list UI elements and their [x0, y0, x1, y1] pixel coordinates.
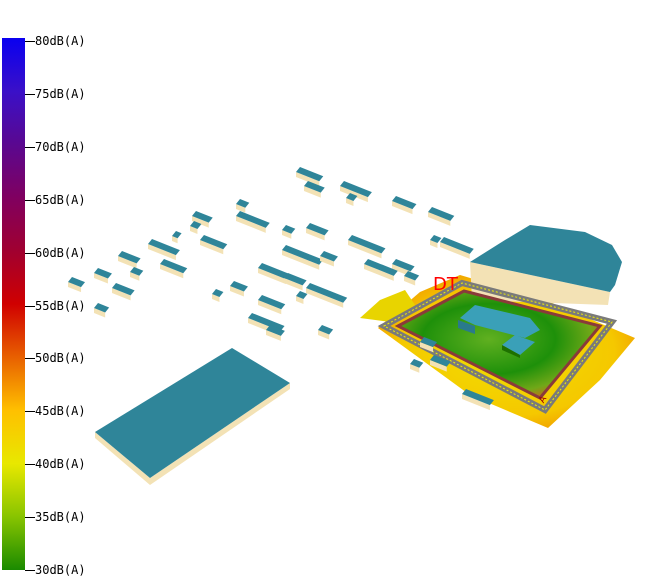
building — [284, 273, 307, 291]
building — [410, 359, 424, 373]
building — [192, 211, 213, 228]
site-boundary — [377, 279, 618, 414]
building — [320, 251, 338, 267]
scale-label: 60dB(A) — [35, 245, 86, 260]
scale-tick — [25, 411, 35, 413]
building — [296, 167, 324, 187]
building — [462, 389, 494, 411]
scale-label: 50dB(A) — [35, 351, 86, 366]
building — [392, 196, 417, 215]
building — [172, 231, 182, 244]
scale-tick — [25, 570, 35, 571]
building — [430, 355, 451, 372]
building — [148, 239, 180, 261]
scale-label: 40dB(A) — [35, 457, 86, 472]
building — [404, 271, 420, 286]
building — [282, 245, 324, 270]
building — [296, 291, 308, 304]
scale-tick — [25, 464, 35, 466]
building — [94, 268, 112, 284]
building — [346, 193, 358, 206]
building — [112, 283, 135, 301]
scale-tick — [25, 517, 35, 519]
building — [428, 207, 455, 226]
scale-label: 35dB(A) — [35, 510, 86, 525]
building — [306, 223, 329, 241]
building — [68, 277, 86, 293]
building — [118, 251, 141, 269]
scale-tick — [25, 146, 35, 148]
scale-tick — [25, 199, 35, 201]
building — [304, 181, 325, 198]
building — [130, 267, 144, 281]
scale-tick — [25, 358, 35, 360]
building — [230, 281, 248, 297]
source-label: DT — [433, 274, 459, 295]
building — [392, 259, 415, 277]
scale-tick — [25, 305, 35, 307]
color-scale-bar — [2, 38, 25, 570]
building — [236, 211, 270, 233]
buildings — [68, 167, 494, 411]
scale-tick — [25, 252, 35, 254]
building — [306, 283, 348, 308]
scale-label: 30dB(A) — [35, 563, 86, 577]
building — [282, 225, 296, 239]
building — [348, 235, 386, 259]
scale-label: 75dB(A) — [35, 86, 86, 101]
building — [258, 263, 290, 285]
building — [430, 235, 442, 248]
building — [212, 289, 224, 302]
scale-tick — [25, 93, 35, 95]
scale-label: 45dB(A) — [35, 404, 86, 419]
building — [266, 325, 285, 341]
building — [200, 235, 228, 255]
building — [190, 221, 202, 234]
building — [440, 237, 474, 259]
scale-label: 80dB(A) — [35, 34, 86, 48]
building — [258, 295, 286, 315]
scale-label: 70dB(A) — [35, 139, 86, 154]
building — [364, 259, 398, 281]
scale-label: 65dB(A) — [35, 192, 86, 207]
scale-tick — [25, 41, 35, 42]
scale-label: 55dB(A) — [35, 298, 86, 313]
building — [236, 199, 250, 213]
building — [318, 325, 334, 340]
building — [340, 181, 372, 203]
building — [420, 337, 438, 353]
building — [94, 303, 110, 318]
large-building-slab — [95, 348, 290, 485]
corner-label: A — [537, 394, 549, 405]
building — [160, 259, 188, 279]
site-buildings — [458, 305, 540, 358]
